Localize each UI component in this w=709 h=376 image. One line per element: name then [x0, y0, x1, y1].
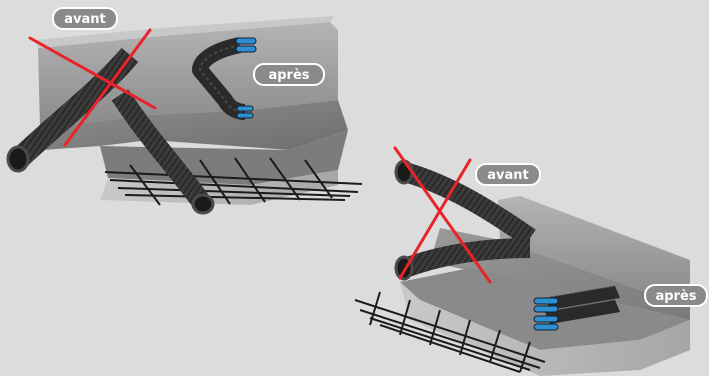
- bottom-slab-back-block: [498, 196, 690, 300]
- top-round-conduit-left-end: [6, 145, 30, 173]
- top-after-label: après: [253, 63, 325, 86]
- bottom-rebar-mesh: [354, 291, 546, 373]
- top-slab-lower-surface: [100, 130, 348, 185]
- bottom-round-conduit-upper-end: [394, 159, 414, 185]
- top-slab-scene: avant après: [6, 7, 363, 215]
- bottom-slab-scene: avant après: [354, 146, 708, 376]
- bottom-before-label-text: avant: [487, 168, 529, 183]
- top-round-conduit-right: [111, 89, 208, 207]
- top-before-label-text: avant: [64, 12, 106, 27]
- top-flat-conduit-end-upper: [235, 37, 257, 45]
- top-slab-top-surface: [40, 100, 348, 150]
- top-after-label-text: après: [268, 68, 309, 83]
- bottom-slab-front-face: [400, 282, 690, 376]
- top-flat-conduit-end-lower-2: [236, 112, 254, 119]
- top-cross-mark: [28, 28, 157, 147]
- top-round-conduit-right-end: [191, 193, 215, 215]
- bottom-after-label-text: après: [655, 289, 696, 304]
- bottom-flat-conduit-stack: [533, 285, 620, 331]
- bottom-before-label: avant: [475, 163, 541, 186]
- bottom-round-conduit-lower: [401, 238, 531, 278]
- bottom-after-label: après: [644, 284, 708, 307]
- top-flat-conduit-end-lower: [236, 105, 254, 112]
- bottom-cross-mark: [393, 146, 492, 284]
- top-flat-conduit-end-upper-2: [235, 45, 257, 53]
- bottom-round-conduit-upper: [402, 162, 536, 247]
- top-before-label: avant: [52, 7, 118, 30]
- top-slab-back-top-edge: [36, 16, 334, 48]
- top-round-conduit-left: [12, 47, 139, 166]
